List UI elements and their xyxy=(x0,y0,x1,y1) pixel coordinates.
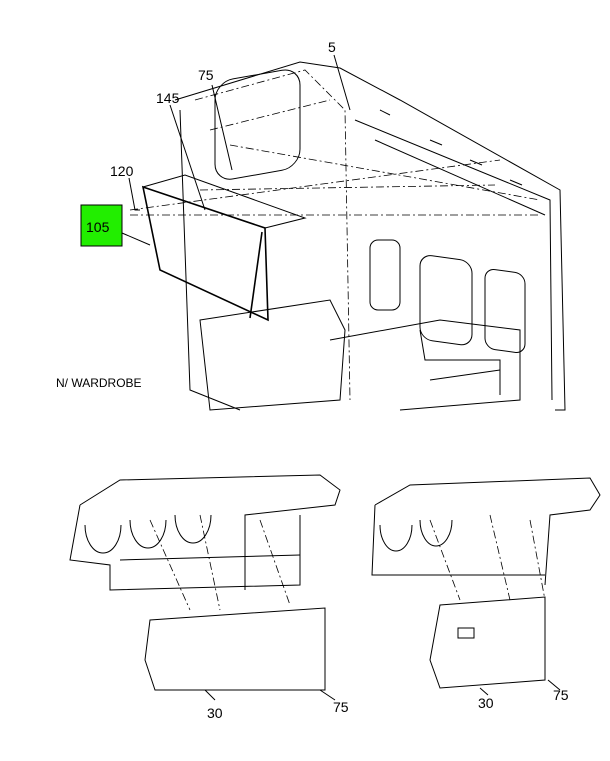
callout-75-left[interactable]: 75 xyxy=(333,699,349,715)
callout-105[interactable]: 105 xyxy=(86,219,110,235)
callout-120[interactable]: 120 xyxy=(110,163,134,179)
bottom-right-drawing xyxy=(371,477,601,696)
callout-75-right[interactable]: 75 xyxy=(553,687,569,703)
bottom-left-drawing xyxy=(69,474,341,701)
cab-interior-drawing xyxy=(129,61,566,411)
callout-5[interactable]: 5 xyxy=(328,39,336,55)
callout-75[interactable]: 75 xyxy=(198,67,214,83)
rear-panel-right xyxy=(429,596,546,689)
highlighted-callout-box[interactable] xyxy=(80,204,123,247)
callout-30-left[interactable]: 30 xyxy=(207,705,223,721)
rear-panel xyxy=(144,607,326,691)
wardrobe-panel xyxy=(141,185,269,322)
callout-145[interactable]: 145 xyxy=(156,90,180,106)
wardrobe-note: N/ WARDROBE xyxy=(56,376,142,390)
callout-30-right[interactable]: 30 xyxy=(478,695,494,711)
